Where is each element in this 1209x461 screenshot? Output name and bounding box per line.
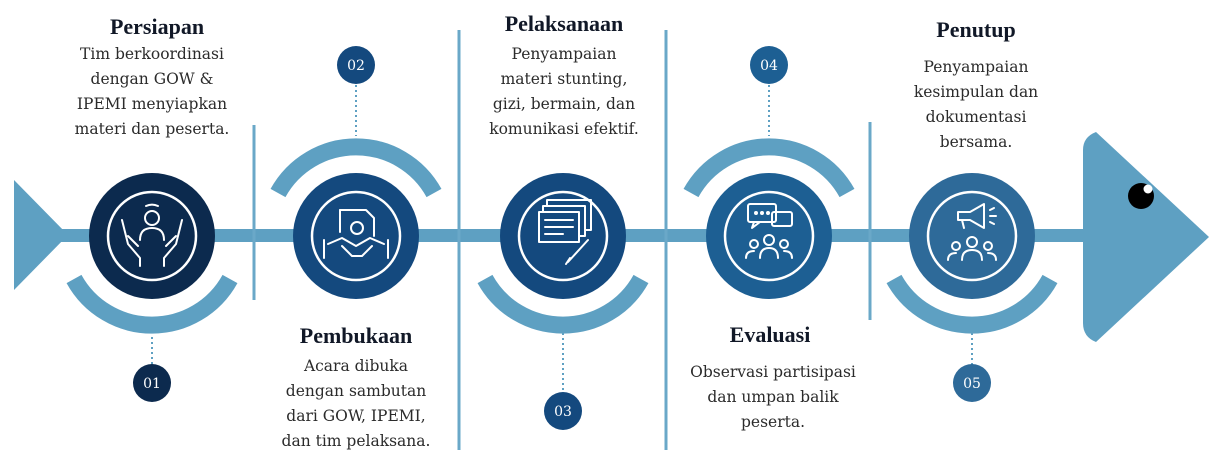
step-number-badge-02: 02 [337, 46, 375, 84]
megaphone-group-icon [947, 203, 997, 261]
description-line: Acara dibuka [303, 357, 409, 375]
description-line: bersama. [939, 133, 1013, 151]
step-title-04: Evaluasi [729, 322, 811, 347]
step-title-03: Pelaksanaan [504, 11, 624, 36]
step-number-02: 02 [347, 58, 365, 74]
description-line: dan tim pelaksana. [281, 432, 431, 450]
step-circle-01 [89, 173, 215, 299]
hands-person-icon [121, 203, 183, 267]
description-line: Observasi partisipasi [690, 363, 856, 381]
fish-eye-highlight [1143, 184, 1153, 194]
step-title-01: Persiapan [109, 14, 205, 39]
description-line: dari GOW, IPEMI, [286, 407, 426, 425]
step-description-04: Observasi partisipasi dan umpan balik pe… [653, 360, 893, 435]
description-line: Penyampaian [923, 58, 1029, 76]
step-number-04: 04 [760, 58, 778, 74]
step-circle-03 [500, 173, 626, 299]
step-number-05: 05 [963, 376, 981, 392]
step-description-02: Acara dibuka dengan sambutan dari GOW, I… [236, 354, 476, 454]
step-number-badge-04: 04 [750, 46, 788, 84]
presentation-slides-icon [538, 199, 592, 265]
arc-ring-bottom [477, 274, 649, 334]
description-line: Penyampaian [511, 45, 617, 63]
chat-group-icon [745, 203, 793, 259]
step-number-01: 01 [143, 376, 161, 392]
step-title-05: Penutup [936, 17, 1016, 42]
description-line: Tim berkoordinasi [80, 45, 224, 63]
description-line: gizi, bermain, dan [492, 95, 636, 113]
description-line: komunikasi efektif. [489, 120, 639, 138]
step-description-03: Penyampaian materi stunting, gizi, berma… [444, 42, 684, 142]
description-line: dokumentasi [925, 108, 1027, 126]
description-line: peserta. [740, 413, 806, 431]
description-line: materi dan peserta. [74, 120, 230, 138]
description-line: materi stunting, [500, 70, 628, 88]
step-description-01: Tim berkoordinasi dengan GOW & IPEMI men… [32, 42, 272, 142]
arc-ring-top [683, 138, 855, 198]
step-number-badge-03: 03 [544, 392, 582, 430]
step-number-03: 03 [554, 404, 572, 420]
handshake-document-icon [323, 209, 389, 259]
description-line: dengan GOW & [90, 70, 214, 88]
description-line: kesimpulan dan [913, 83, 1039, 101]
description-line: IPEMI menyiapkan [76, 95, 228, 113]
arc-ring-bottom [886, 274, 1058, 334]
step-number-badge-01: 01 [133, 364, 171, 402]
step-circle-02 [293, 173, 419, 299]
fish-head [1083, 132, 1209, 342]
step-title-02: Pembukaan [299, 323, 413, 348]
arc-ring-bottom [66, 274, 238, 334]
step-description-05: Penyampaian kesimpulan dan dokumentasi b… [856, 55, 1096, 155]
step-number-badge-05: 05 [953, 364, 991, 402]
arc-ring-top [270, 138, 442, 198]
description-line: dan umpan balik [707, 388, 839, 406]
description-line: dengan sambutan [285, 382, 427, 400]
